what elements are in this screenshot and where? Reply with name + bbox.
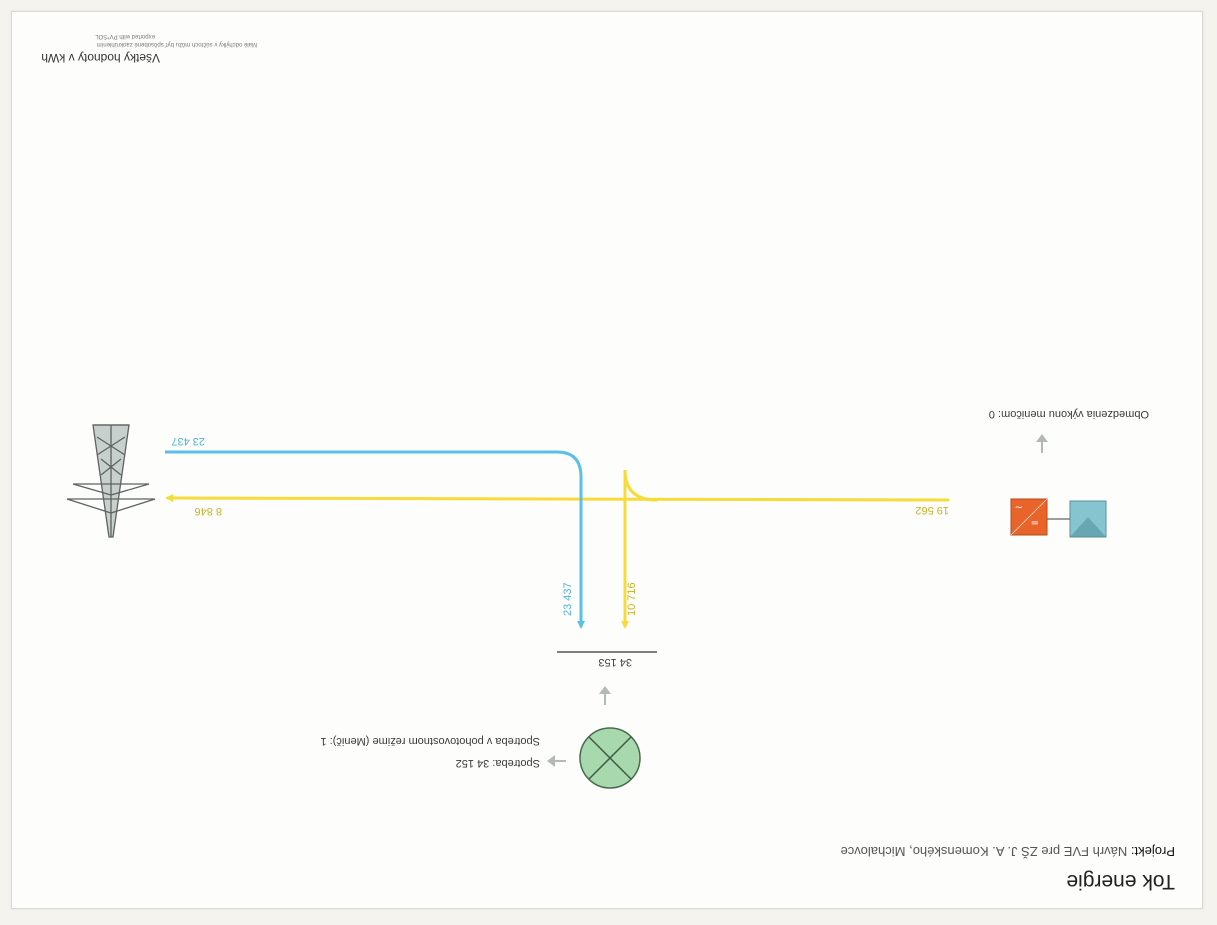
grid-to-load-label: 23 437 bbox=[562, 582, 574, 616]
pv-panel-icon bbox=[1069, 500, 1107, 538]
export-note: exported with PV*SOL bbox=[95, 33, 155, 39]
consumer-arrow-icon bbox=[547, 755, 566, 767]
project-line: Projekt: Návrh FVE pre ZŠ J. A. Komenské… bbox=[840, 844, 1175, 859]
grid-in-label: 23 437 bbox=[171, 435, 205, 447]
page-title: Tok energie bbox=[1066, 870, 1175, 893]
consumption-text: Spotreba: 34 152 bbox=[455, 757, 540, 769]
pv-total-label: 19 562 bbox=[915, 504, 949, 516]
inverter-limit-text: Obmedzenia výkonu meničom: 0 bbox=[988, 408, 1149, 420]
project-name: Návrh FVE pre ZŠ J. A. Komenského, Micha… bbox=[840, 844, 1128, 859]
limit-arrow-icon bbox=[1036, 434, 1048, 453]
pv-to-load-flow-line bbox=[621, 469, 658, 629]
pv-to-grid-flow-line bbox=[165, 494, 950, 503]
rounding-note: Malé odchýlky v súčtoch môžu byť spôsobe… bbox=[96, 41, 257, 47]
svg-text:~: ~ bbox=[1015, 501, 1023, 512]
bus-arrow-icon bbox=[599, 686, 611, 705]
units-note: Všetky hodnoty v kWh bbox=[41, 51, 160, 65]
bus-total-label: 34 153 bbox=[598, 656, 632, 668]
consumer-icon bbox=[579, 727, 641, 789]
inverter-icon: = ~ bbox=[1010, 498, 1048, 536]
pv-to-load-label: 10 716 bbox=[626, 582, 638, 616]
svg-text:=: = bbox=[1031, 517, 1039, 528]
project-label: Projekt: bbox=[1130, 844, 1175, 859]
standby-consumption-text: Spotreba v pohotovostnom režime (Menič):… bbox=[320, 735, 541, 747]
pv-to-grid-label: 8 846 bbox=[194, 505, 222, 517]
grid-to-load-flow-line bbox=[165, 450, 585, 629]
grid-pylon-icon bbox=[66, 424, 156, 538]
